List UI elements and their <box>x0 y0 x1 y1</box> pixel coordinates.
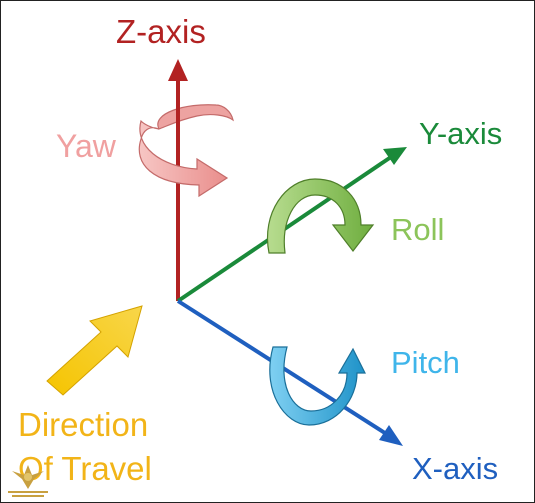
logo-icon <box>8 465 48 497</box>
yaw-arrow-front <box>138 119 229 198</box>
y-axis-arrowhead <box>383 147 407 165</box>
x-axis-label: X-axis <box>412 451 499 486</box>
roll-arrow <box>267 178 375 254</box>
direction-of-travel-arrow <box>46 305 143 396</box>
z-axis-arrowhead <box>168 59 188 81</box>
pitch-label: Pitch <box>391 345 460 380</box>
roll-label: Roll <box>391 212 445 247</box>
yaw-label: Yaw <box>56 128 116 164</box>
direction-label-line1: Direction <box>18 406 149 443</box>
y-axis-label: Y-axis <box>419 116 503 151</box>
yaw-arrow-back <box>157 104 234 130</box>
x-axis-arrowhead <box>379 425 403 446</box>
pitch-arrow <box>269 346 366 426</box>
direction-label-line2: Of Travel <box>18 450 152 487</box>
z-axis-label: Z-axis <box>116 13 206 50</box>
